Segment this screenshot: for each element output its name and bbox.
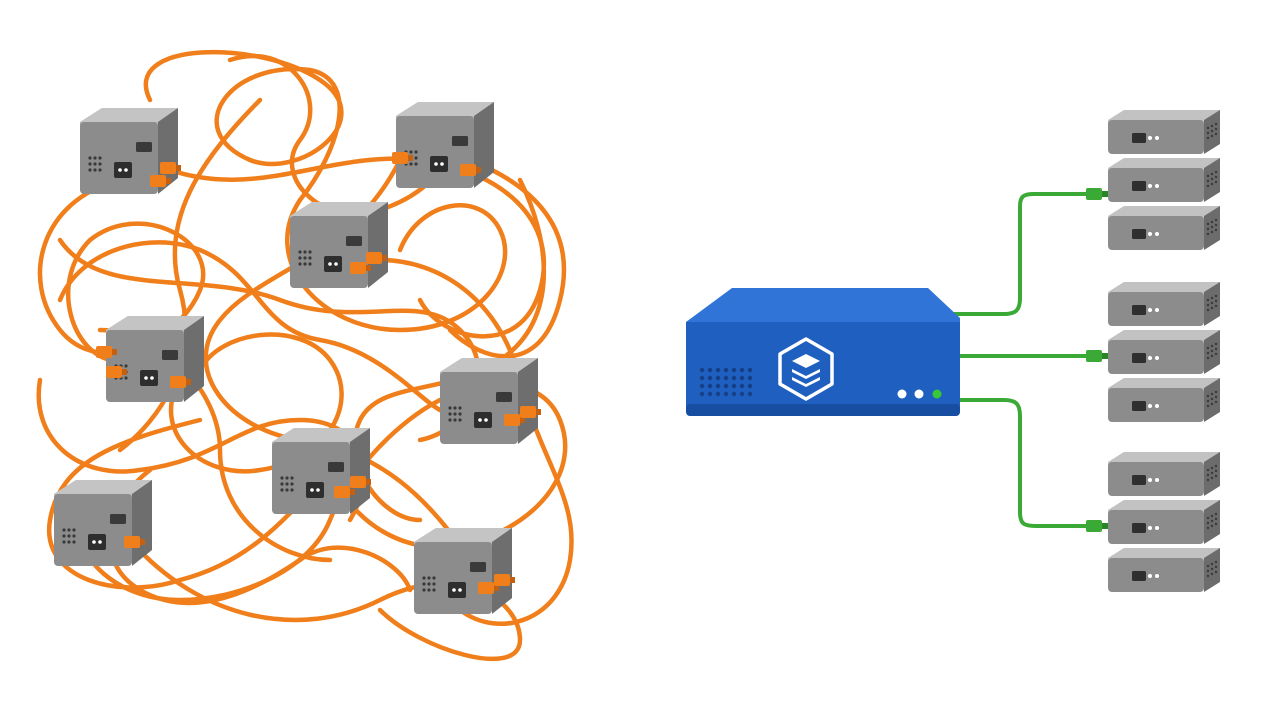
rack-server-3: [1086, 452, 1220, 592]
status-led-1: [897, 389, 907, 399]
vent-grille: [699, 367, 753, 397]
device-8: [414, 528, 515, 614]
rack-server-1: [1086, 110, 1220, 250]
device-2: [392, 102, 494, 188]
device-4: [96, 316, 204, 402]
stacked-layers-hexagon-icon: [778, 337, 834, 401]
clean-cables: [948, 192, 1094, 528]
device-5: [440, 358, 541, 444]
device-6: [272, 428, 371, 514]
status-led-2: [914, 389, 924, 399]
device-1: [80, 108, 181, 194]
device-3: [290, 202, 388, 288]
device-7: [54, 480, 152, 566]
network-switch: [686, 288, 960, 416]
rack-server-2: [1086, 282, 1220, 422]
status-led-3: [932, 389, 942, 399]
